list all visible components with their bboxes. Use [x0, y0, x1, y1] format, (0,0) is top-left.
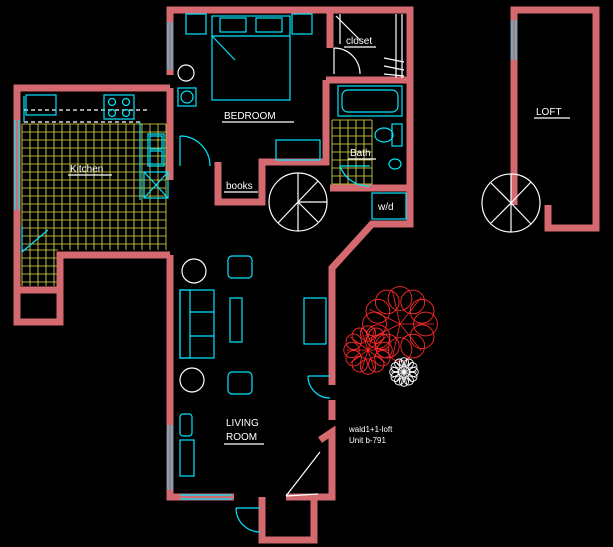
- washer-dryer: [371, 192, 407, 220]
- shrub: [389, 357, 419, 387]
- kitchen-outer-wall: [13, 84, 170, 326]
- bathtub: [337, 85, 403, 117]
- toilet: [374, 123, 403, 147]
- kitchen-tile-floor: [21, 123, 167, 286]
- entry-outer-wall: [286, 425, 336, 501]
- label-books: books: [226, 181, 253, 192]
- bed: [211, 15, 291, 101]
- sofa: [179, 289, 215, 359]
- entry-porch-wall: [258, 497, 318, 544]
- microwave: [25, 94, 57, 116]
- closet-door: [333, 47, 361, 75]
- bedroom-outer-wall: [166, 6, 414, 385]
- label-wd: w/d: [377, 202, 394, 213]
- dresser: [275, 139, 321, 161]
- spiral-stair-loft: [481, 173, 541, 233]
- label-living: LIVING: [226, 418, 259, 429]
- porch-door: [235, 507, 261, 533]
- armchairs: [179, 255, 253, 437]
- label-bath: Bath: [350, 148, 371, 159]
- coffee-table: [229, 297, 243, 343]
- tv-unit: [303, 297, 327, 345]
- fridge: [143, 171, 169, 199]
- kitchen-sink: [147, 133, 165, 167]
- label-bedroom: BEDROOM: [224, 111, 276, 122]
- walls: [13, 6, 600, 544]
- closet-shelving: [335, 14, 405, 78]
- spiral-stair-main: [268, 172, 328, 232]
- bath-tile-floor: [331, 119, 373, 186]
- kitchen-counter: [23, 96, 150, 200]
- label-kitchen: Kitchen: [70, 164, 103, 175]
- tree-small: [343, 325, 393, 375]
- stove: [103, 94, 135, 120]
- loft-wall: [510, 6, 600, 232]
- books-wall: [214, 80, 330, 206]
- bath-door: [339, 165, 371, 187]
- label-room: ROOM: [226, 432, 257, 443]
- bedroom-door: [179, 135, 211, 167]
- nightstands: [177, 13, 313, 107]
- drawing-note-unit: Unit b-791: [349, 436, 386, 445]
- windows: [14, 20, 517, 500]
- bookshelf: [179, 439, 195, 477]
- tree-large: [362, 286, 438, 362]
- label-loft: LOFT: [536, 107, 562, 118]
- patio-door: [307, 375, 331, 399]
- entry-door: [285, 451, 321, 497]
- drawing-note-title: wald1+1-loft: [348, 425, 393, 434]
- side-tables: [179, 258, 207, 393]
- bath-sink: [388, 158, 402, 170]
- kitchen-door: [21, 226, 49, 253]
- label-closet: closet: [346, 36, 372, 47]
- living-outer-wall-left: [166, 255, 234, 501]
